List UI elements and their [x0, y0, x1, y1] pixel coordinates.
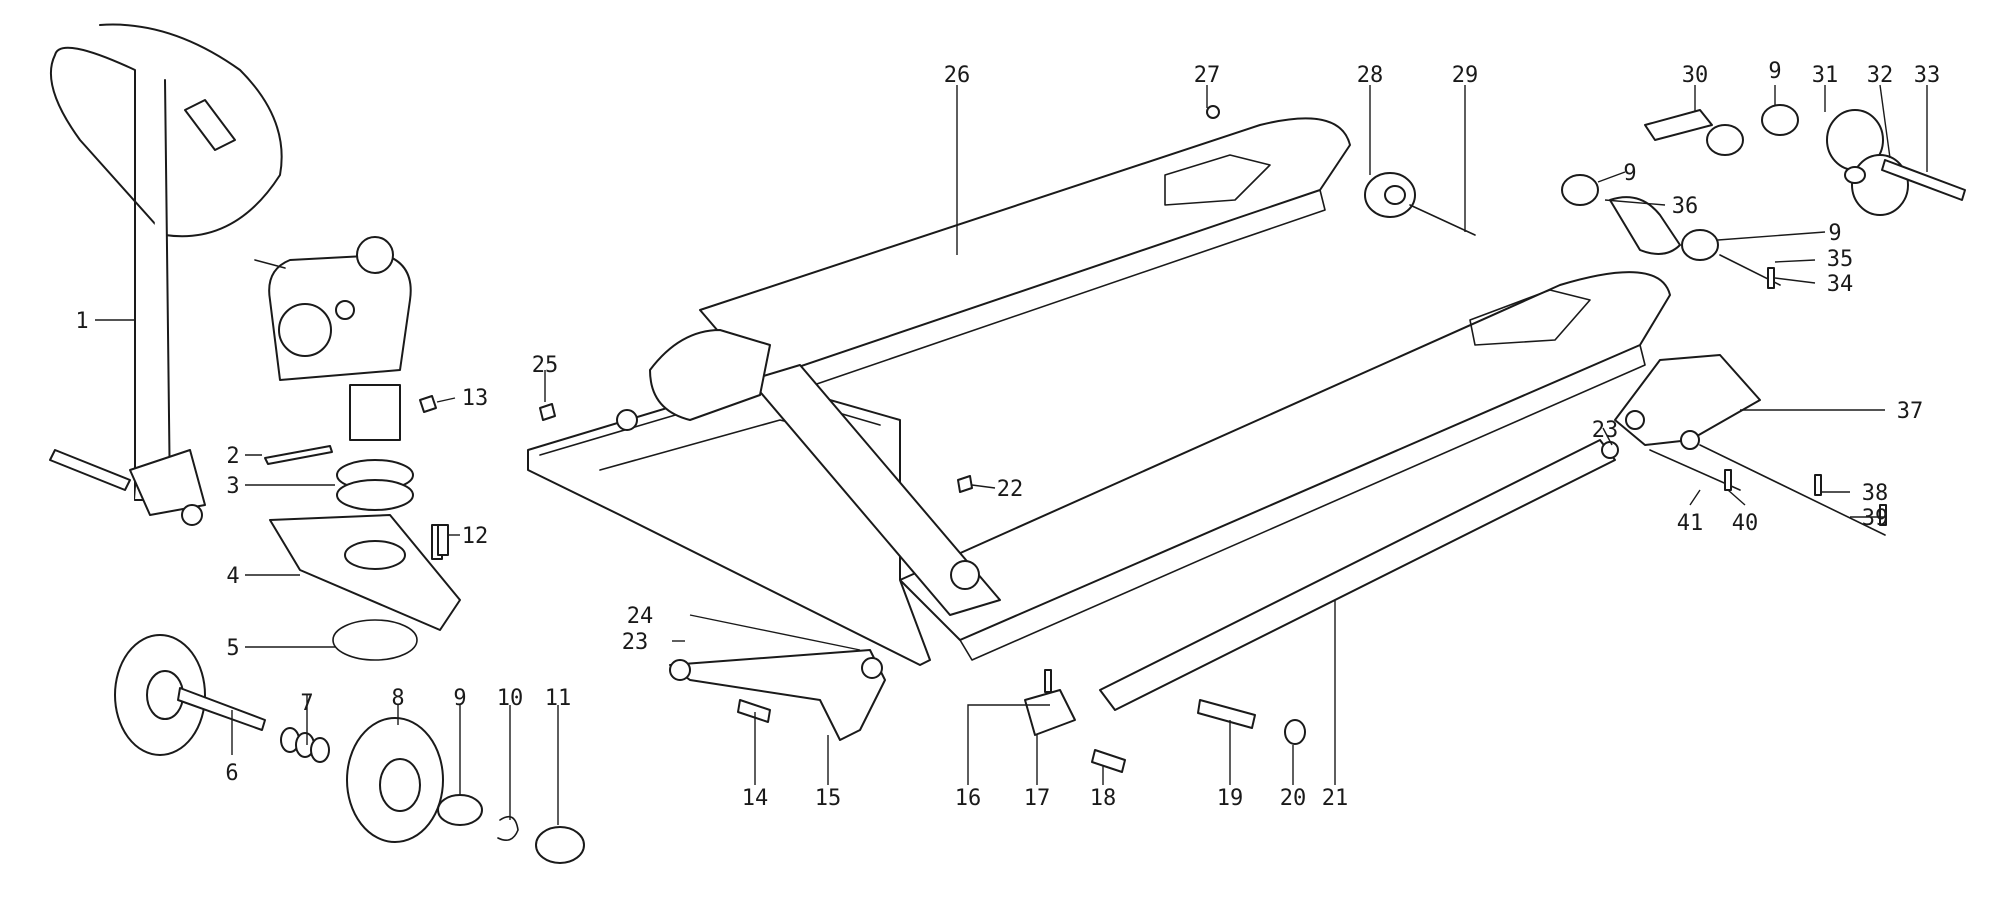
callout-21: 21 [1322, 786, 1349, 811]
left-wheel-and-axle [114, 634, 330, 763]
callout-26: 26 [944, 63, 971, 88]
callout-2: 2 [226, 444, 239, 469]
callout-19: 19 [1217, 786, 1244, 811]
callout-20: 20 [1280, 786, 1307, 811]
callout-9-roller-c: 9 [1828, 221, 1841, 246]
bolt-22 [957, 475, 973, 493]
pump-assembly [254, 236, 412, 441]
callout-23-rod: 23 [1592, 418, 1619, 443]
leader-lines [95, 84, 1928, 825]
callout-25: 25 [532, 353, 559, 378]
right-wheel-set [346, 717, 585, 864]
handle-assembly [49, 23, 283, 526]
callout-9-wheel: 9 [453, 686, 466, 711]
callout-labels: 1 2 3 4 5 6 7 8 9 9 9 9 10 11 12 13 14 1… [75, 59, 1940, 811]
callout-18: 18 [1090, 786, 1117, 811]
callout-39: 39 [1862, 506, 1889, 531]
seal-and-bolts [264, 395, 437, 511]
callout-34: 34 [1827, 272, 1854, 297]
callout-24: 24 [627, 604, 654, 629]
push-rod [1099, 439, 1619, 745]
callout-13: 13 [462, 386, 489, 411]
callout-17: 17 [1024, 786, 1051, 811]
callout-8: 8 [391, 686, 404, 711]
rocker-bracket [269, 514, 461, 631]
fork-roller-28 [1364, 172, 1476, 236]
callout-5: 5 [226, 636, 239, 661]
callout-31: 31 [1812, 63, 1839, 88]
callout-38: 38 [1862, 481, 1889, 506]
callout-27: 27 [1194, 63, 1221, 88]
callout-32: 32 [1867, 63, 1894, 88]
retaining-ring [332, 619, 418, 661]
callout-7: 7 [300, 691, 313, 716]
callout-1: 1 [75, 309, 88, 334]
callout-29: 29 [1452, 63, 1479, 88]
callout-41: 41 [1677, 511, 1704, 536]
bolt-25 [539, 403, 556, 421]
callout-4: 4 [226, 564, 239, 589]
nut-27 [1206, 105, 1220, 119]
callout-15: 15 [815, 786, 842, 811]
chassis-link-37 [1614, 354, 1887, 536]
callout-12: 12 [462, 524, 489, 549]
callout-16: 16 [955, 786, 982, 811]
linkage-lever [669, 649, 1126, 773]
callout-6: 6 [225, 761, 238, 786]
callout-35: 35 [1827, 247, 1854, 272]
callout-28: 28 [1357, 63, 1384, 88]
callout-22: 22 [997, 477, 1024, 502]
callout-14: 14 [742, 786, 769, 811]
fork-frame [527, 117, 1671, 666]
pin-12 [437, 524, 449, 556]
callout-10: 10 [497, 686, 524, 711]
callout-33: 33 [1914, 63, 1941, 88]
callout-23-linkage: 23 [622, 630, 649, 655]
callout-9-roller-b: 9 [1768, 59, 1781, 84]
callout-36: 36 [1672, 194, 1699, 219]
callout-30: 30 [1682, 63, 1709, 88]
callout-3: 3 [226, 474, 239, 499]
callout-37: 37 [1897, 399, 1924, 424]
rear-roller-assembly [1561, 104, 1966, 289]
callout-11: 11 [545, 686, 572, 711]
callout-40: 40 [1732, 511, 1759, 536]
callout-9-roller-a: 9 [1623, 161, 1636, 186]
